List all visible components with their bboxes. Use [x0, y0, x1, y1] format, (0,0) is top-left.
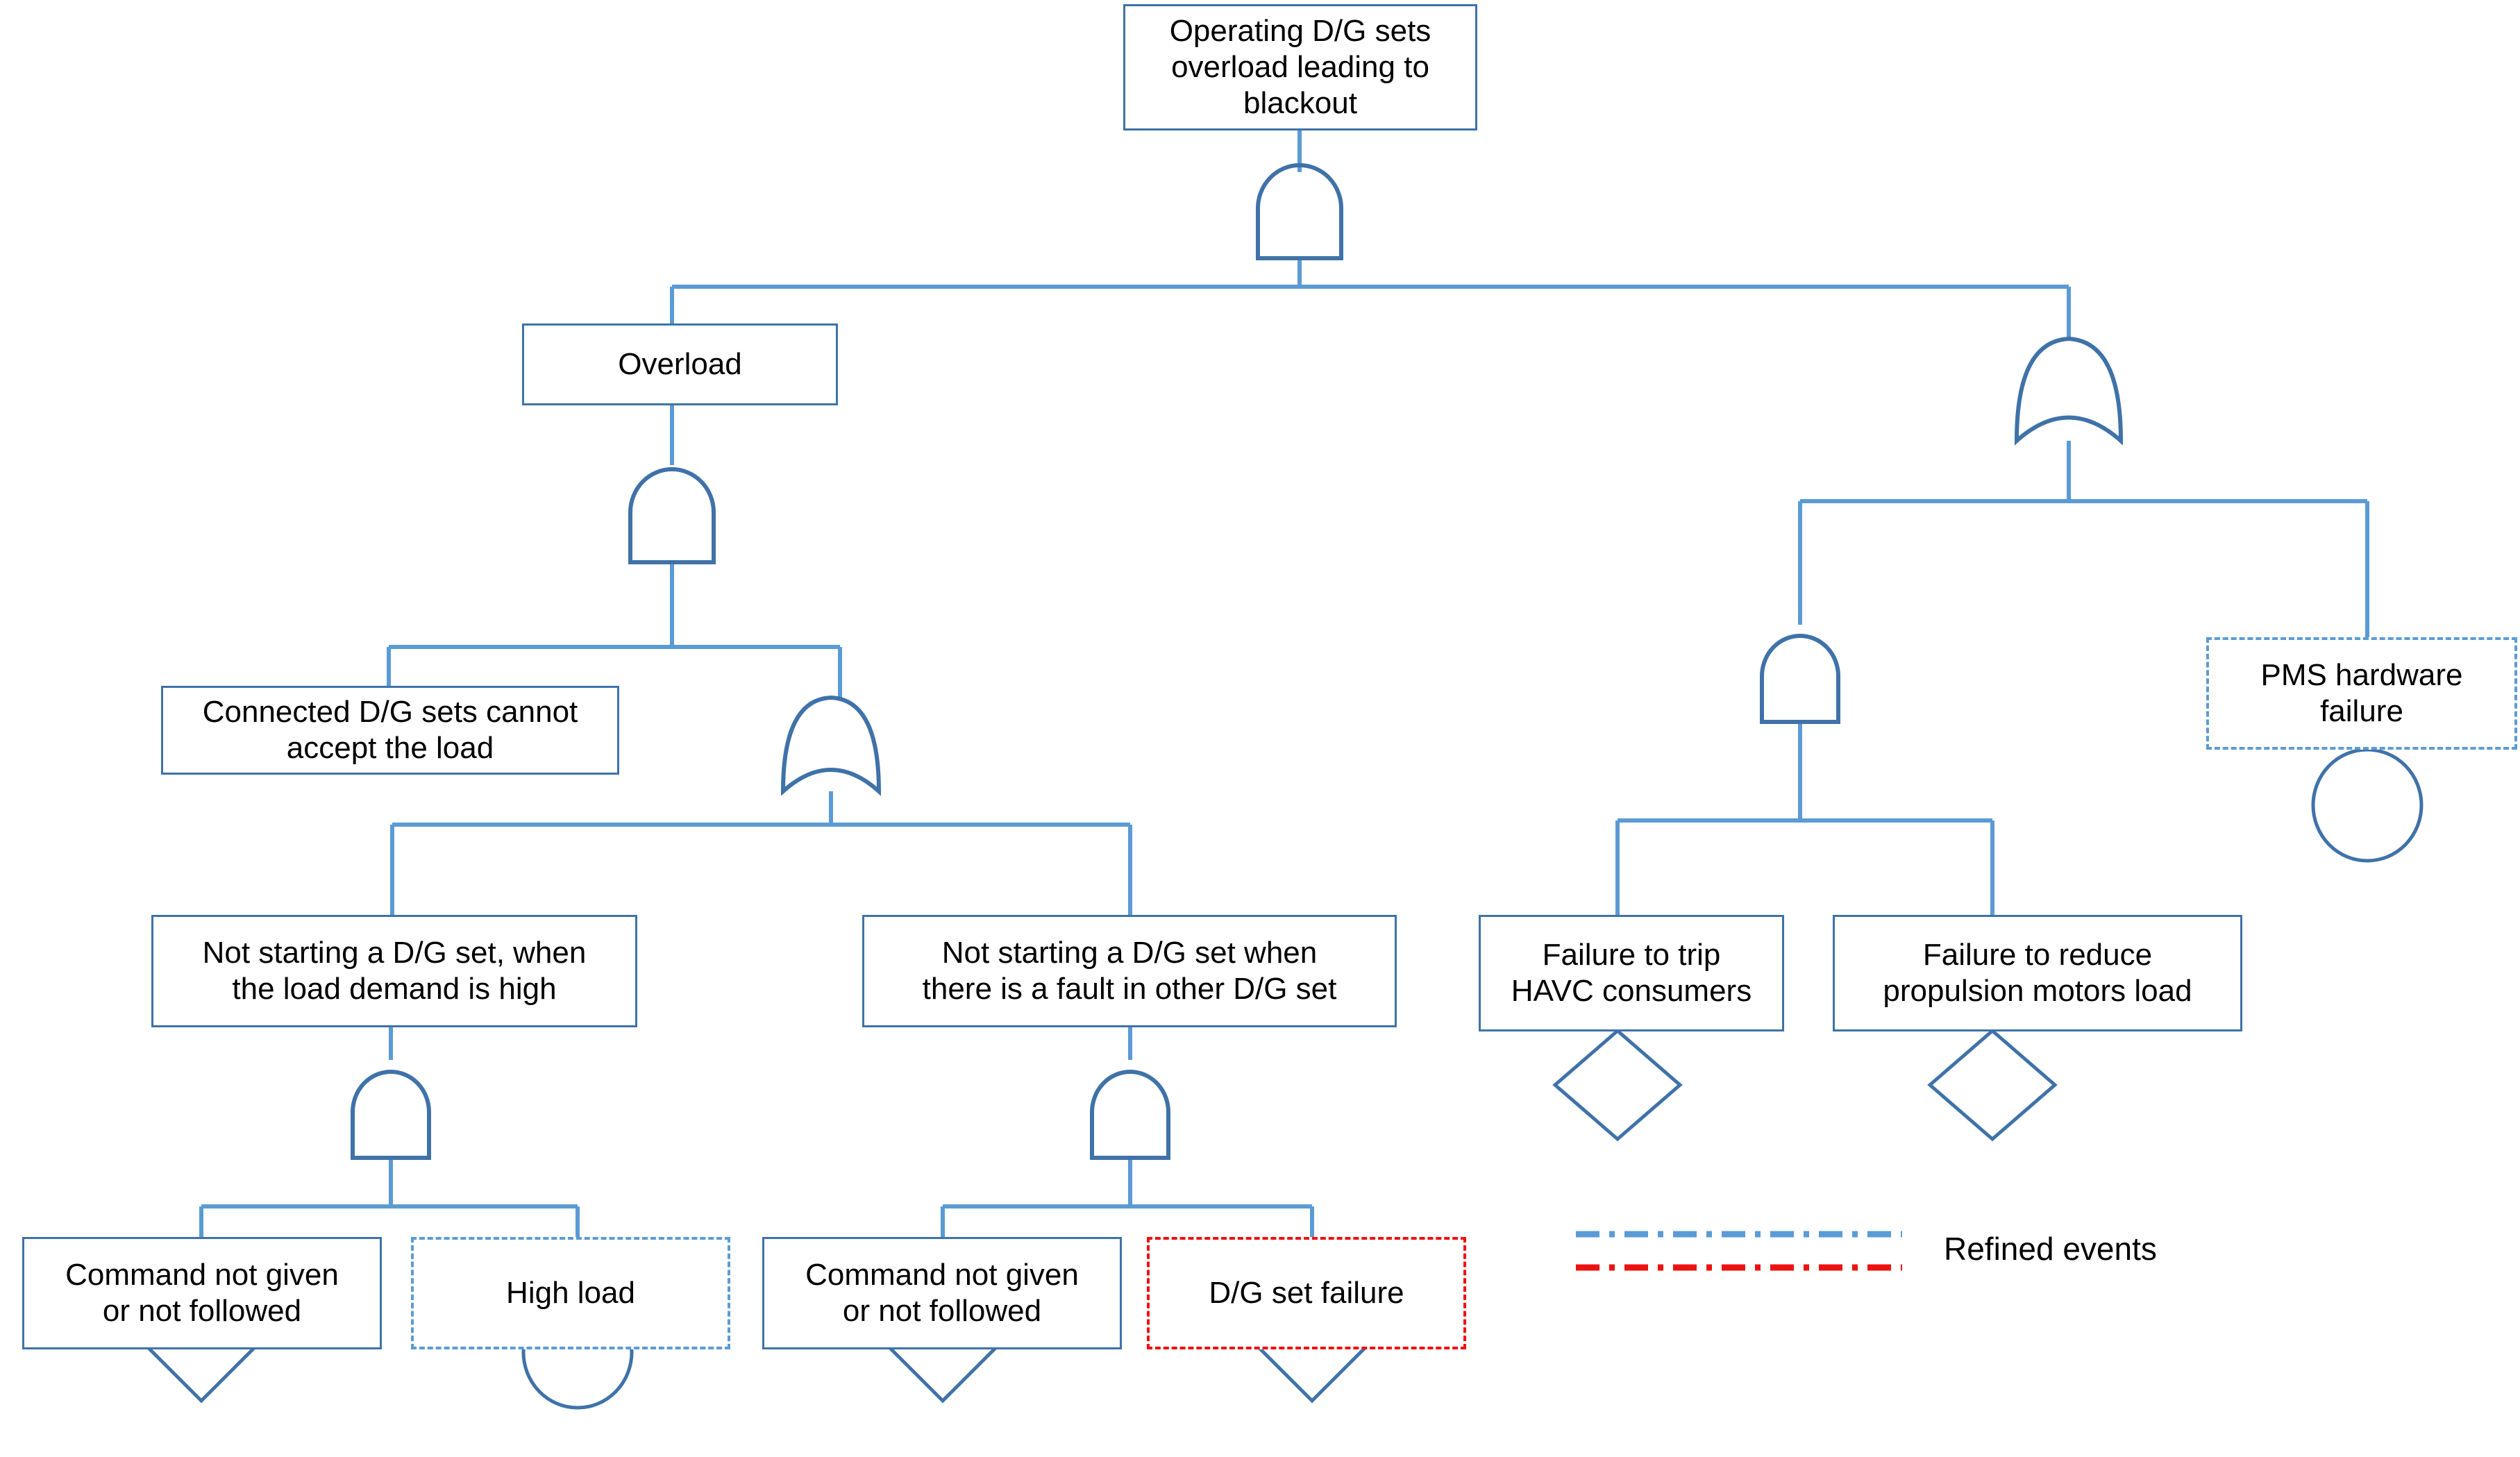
legend-refined-events-label: Refined events — [1944, 1230, 2157, 1267]
node-failure-reduce-propulsion-label: Failure to reduce propulsion motors load — [1883, 938, 2192, 1008]
node-overload-label: Overload — [618, 347, 742, 382]
node-connected-dg-sets[interactable]: Connected D/G sets cannot accept the loa… — [161, 686, 619, 775]
legend-refined-events-text: Refined events — [1944, 1231, 2157, 1267]
node-high-load-label: High load — [506, 1276, 635, 1311]
node-connected-dg-sets-label: Connected D/G sets cannot accept the loa… — [202, 695, 578, 765]
node-top-event[interactable]: Operating D/G sets overload leading to b… — [1123, 4, 1477, 130]
node-command-not-given-left-label: Command not given or not followed — [65, 1258, 339, 1328]
node-failure-trip-havc-label: Failure to trip HAVC consumers — [1511, 938, 1752, 1008]
and-gate-top — [1256, 163, 1343, 260]
and-gate-havc — [1760, 634, 1840, 724]
node-not-starting-fault-other-label: Not starting a D/G set when there is a f… — [922, 936, 1337, 1006]
node-command-not-given-left[interactable]: Command not given or not followed — [22, 1237, 382, 1349]
node-high-load[interactable]: High load — [411, 1237, 730, 1349]
or-gate-not-starting — [780, 695, 882, 796]
node-not-starting-load-high[interactable]: Not starting a D/G set, when the load de… — [151, 915, 637, 1027]
and-gate-overload — [628, 467, 716, 564]
node-not-starting-fault-other[interactable]: Not starting a D/G set when there is a f… — [862, 915, 1397, 1027]
node-failure-reduce-propulsion[interactable]: Failure to reduce propulsion motors load — [1833, 915, 2242, 1031]
node-dg-set-failure[interactable]: D/G set failure — [1147, 1237, 1466, 1349]
and-gate-right-leaf — [1090, 1070, 1170, 1160]
node-dg-set-failure-label: D/G set failure — [1209, 1276, 1404, 1311]
node-overload[interactable]: Overload — [522, 323, 838, 405]
and-gate-left-leaf — [351, 1070, 431, 1160]
node-command-not-given-right[interactable]: Command not given or not followed — [762, 1237, 1122, 1349]
or-gate-right — [2014, 336, 2124, 446]
node-top-event-label: Operating D/G sets overload leading to b… — [1169, 14, 1431, 120]
node-pms-hardware-failure-label: PMS hardware failure — [2260, 658, 2463, 728]
node-pms-hardware-failure[interactable]: PMS hardware failure — [2206, 637, 2517, 750]
node-command-not-given-right-label: Command not given or not followed — [805, 1258, 1079, 1328]
undeveloped-diamond-havc — [1552, 1028, 1683, 1142]
node-failure-trip-havc[interactable]: Failure to trip HAVC consumers — [1479, 915, 1784, 1031]
node-not-starting-load-high-label: Not starting a D/G set, when the load de… — [202, 936, 587, 1006]
undeveloped-diamond-propulsion — [1927, 1028, 2058, 1142]
basic-event-circle-pms — [2311, 748, 2424, 863]
